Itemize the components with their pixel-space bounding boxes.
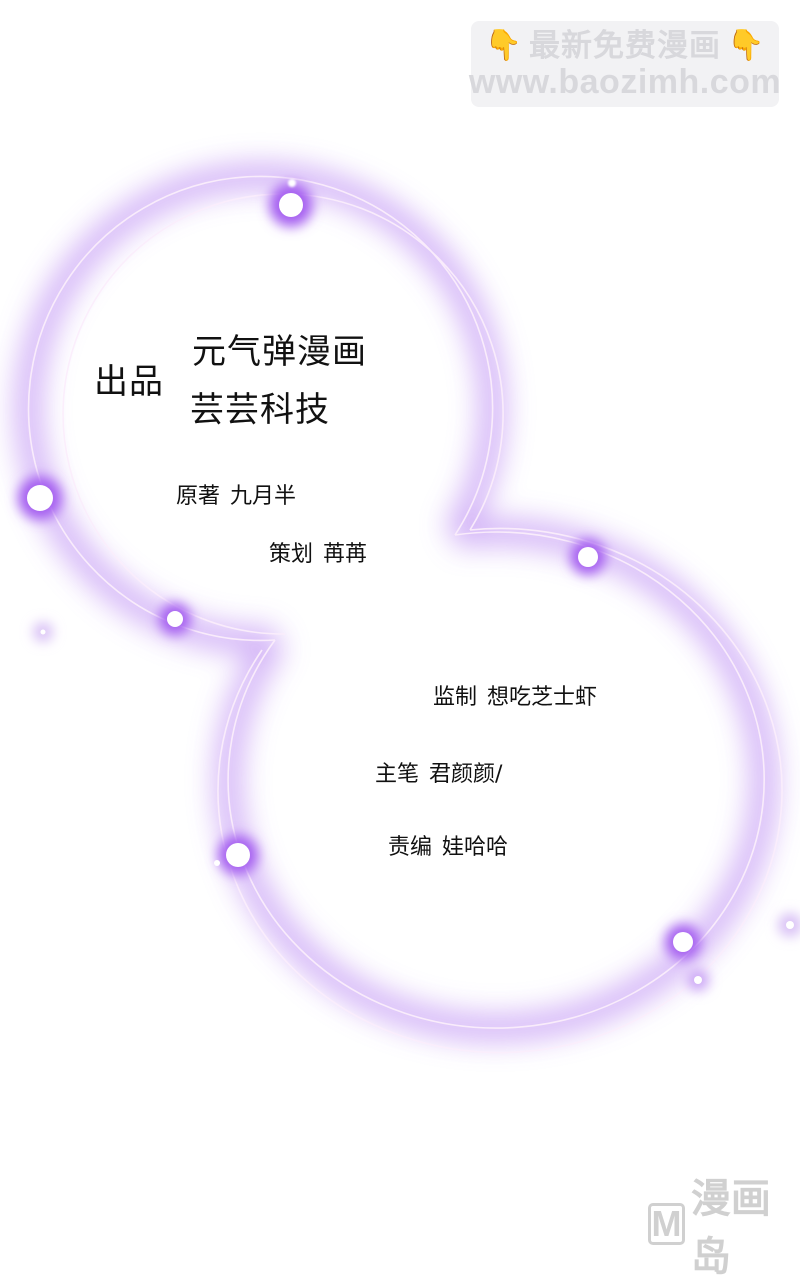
credit-lead-artist: 主笔君颜颜/: [375, 762, 502, 788]
credit-value: 娃哈哈: [442, 835, 509, 860]
producer-name-1: 元气弹漫画: [192, 332, 367, 372]
credit-label: 责编: [388, 835, 433, 860]
watermark-headline: 👇 最新免费漫画 👇: [485, 28, 766, 64]
credit-label: 监制: [433, 685, 478, 710]
credit-label: 主笔: [375, 762, 420, 787]
glowing-rings-decoration: [15, 163, 800, 1054]
credit-value: 君颜颜/: [429, 762, 503, 787]
producer-name-2: 芸芸科技: [190, 390, 330, 430]
pointing-down-hand-icon: 👇: [727, 28, 766, 63]
credit-label: 原著: [176, 484, 221, 509]
watermark-line1: 最新免费漫画: [529, 28, 721, 64]
credit-value: 想吃芝士虾: [487, 685, 598, 710]
credit-planner: 策划苒苒: [269, 542, 367, 568]
watermark-url: www.baozimh.com: [468, 63, 782, 101]
credit-label: 策划: [269, 542, 314, 567]
credit-value: 苒苒: [323, 542, 368, 567]
watermark-banner: 👇 最新免费漫画 👇 www.baozimh.com: [468, 21, 782, 107]
manhuadao-logo: M 漫画岛: [648, 1176, 800, 1280]
producer-label: 出品: [94, 362, 164, 402]
credit-supervisor: 监制想吃芝士虾: [433, 685, 597, 711]
pointing-down-hand-icon: 👇: [484, 28, 523, 63]
credit-editor: 责编娃哈哈: [388, 835, 508, 861]
logo-m-icon: M: [648, 1203, 685, 1245]
logo-text: 漫画岛: [690, 1176, 771, 1280]
credit-value: 九月半: [230, 484, 297, 509]
credit-original-author: 原著九月半: [176, 484, 296, 510]
